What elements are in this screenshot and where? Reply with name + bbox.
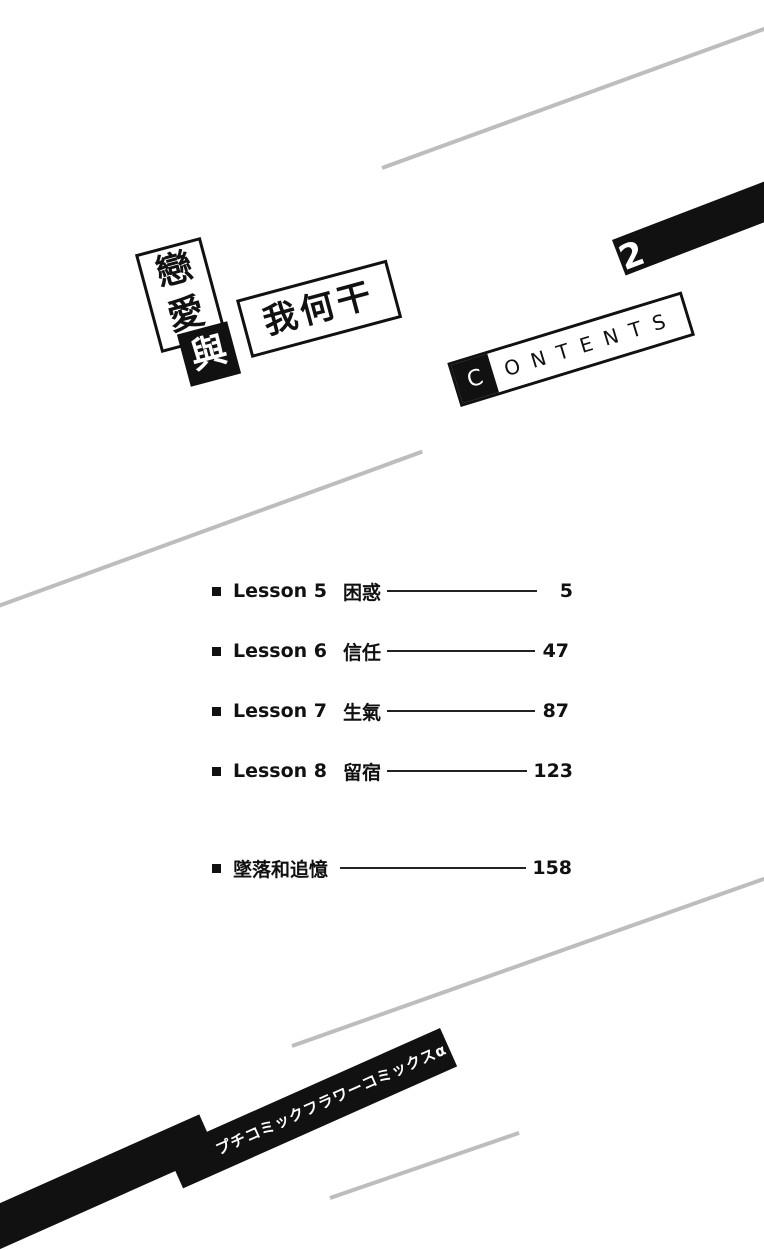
decor-line-3 [291, 870, 764, 1048]
contents-rest-letters: ONTENTS [487, 294, 692, 393]
toc-page: 47 [542, 640, 570, 662]
bullet-icon [212, 863, 221, 873]
toc-entry-lesson-8[interactable]: Lesson 8 留宿 123 [212, 756, 573, 786]
toc-title: 信任 [343, 641, 382, 664]
toc-page: 87 [542, 700, 570, 722]
toc-lesson-label: Lesson 5 [233, 580, 328, 602]
toc-leader [340, 867, 527, 869]
imprint-band: プチコミックフラワーコミックスα [166, 1027, 458, 1189]
toc-leader [387, 590, 538, 592]
decor-line-1 [381, 25, 764, 170]
toc-page: 123 [533, 760, 574, 782]
bullet-icon [212, 706, 221, 716]
toc-title: 墜落和追憶 [233, 858, 329, 881]
bullet-icon [212, 646, 221, 656]
toc-lesson-label: Lesson 7 [233, 700, 328, 722]
toc-leader [387, 650, 536, 652]
logo-badge: 與 [176, 321, 242, 387]
bullet-icon [212, 766, 221, 776]
toc-entry-lesson-6[interactable]: Lesson 6 信任 47 [212, 636, 569, 666]
toc-title: 留宿 [343, 761, 382, 784]
toc-page: 158 [532, 857, 573, 879]
toc-title: 困惑 [343, 581, 382, 604]
toc-page: 5 [559, 580, 574, 602]
toc-leader [387, 710, 536, 712]
decor-line-4 [329, 1130, 520, 1200]
logo-horizontal-box: 我何干 [236, 259, 403, 358]
toc-title: 生氣 [343, 701, 382, 724]
toc-entry-lesson-7[interactable]: Lesson 7 生氣 87 [212, 696, 569, 726]
contents-label: C ONTENTS [447, 291, 696, 407]
toc-leader [387, 770, 528, 772]
toc-lesson-label: Lesson 6 [233, 640, 328, 662]
bullet-icon [212, 586, 221, 596]
toc-entry-extra[interactable]: 墜落和追憶 158 [212, 853, 572, 883]
toc-lesson-label: Lesson 8 [233, 760, 328, 782]
toc-entry-lesson-5[interactable]: Lesson 5 困惑 5 [212, 576, 573, 606]
